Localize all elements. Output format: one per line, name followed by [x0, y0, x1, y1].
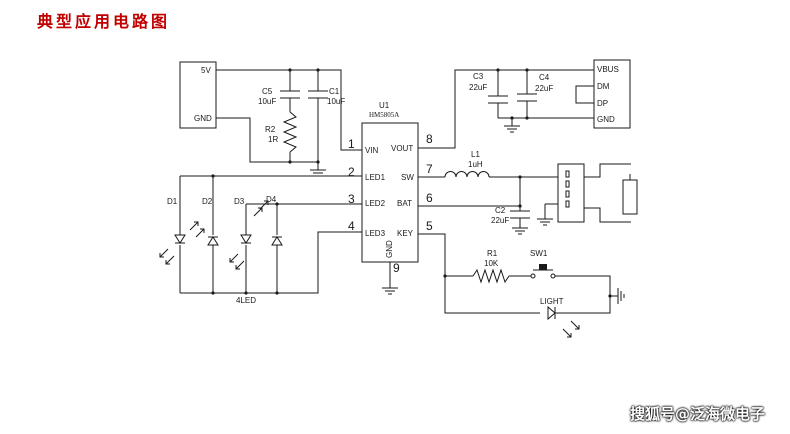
- input-connector: [179, 61, 217, 129]
- capacitor-c5: [280, 90, 300, 99]
- pin-label-gnd: GND: [385, 240, 394, 258]
- ic-ref: U1: [379, 101, 390, 110]
- led-d4: [253, 200, 283, 246]
- switch-sw1-contact-left: [530, 273, 536, 279]
- c5-value: 10uF: [258, 97, 276, 106]
- usb-pin-vbus: VBUS: [597, 65, 619, 74]
- input-connector-5v-label: 5V: [201, 66, 211, 75]
- c4-ref: C4: [539, 73, 550, 82]
- input-connector-gnd-label: GND: [194, 114, 212, 123]
- pin-number-4: 4: [348, 219, 355, 233]
- capacitor-c4: [517, 93, 537, 102]
- light-label: LIGHT: [540, 297, 564, 306]
- watermark: 搜狐号@泛海微电子: [630, 405, 766, 423]
- pin-label-bat: BAT: [397, 199, 412, 208]
- inductor-l1: [444, 171, 490, 178]
- ground-symbol-ic: [382, 287, 398, 295]
- pin-label-led3: LED3: [365, 229, 386, 238]
- c1-ref: C1: [329, 87, 340, 96]
- light-led-wire: [555, 296, 611, 314]
- bat-net-wire: [418, 176, 521, 207]
- ic-part-number: HM5805A: [369, 111, 399, 119]
- usb-connector: [593, 59, 631, 129]
- d3-ref: D3: [234, 197, 245, 206]
- sw1-ref: SW1: [530, 249, 548, 258]
- pin-number-3: 3: [348, 192, 355, 206]
- vin-net-wire: [216, 69, 362, 151]
- c1-value: 10uF: [327, 97, 345, 106]
- ground-symbol-battery: [537, 218, 553, 226]
- light-emission-arrows: [562, 320, 580, 338]
- battery-holder: [557, 163, 585, 223]
- ground-symbol-input: [310, 169, 326, 177]
- switch-sw1-contact-right: [550, 273, 556, 279]
- led-light: [547, 305, 556, 321]
- switch-sw1-button: [539, 264, 547, 270]
- wire-junctions: [211, 68, 612, 298]
- vout-net-wire: [418, 69, 594, 149]
- pin-number-1: 1: [348, 137, 355, 151]
- d1-ref: D1: [167, 197, 178, 206]
- ground-symbol-c2: [512, 227, 528, 235]
- led-d2: [189, 221, 219, 246]
- capacitor-c1: [308, 90, 328, 99]
- switch-gnd-wire: [555, 275, 618, 297]
- battery-cell: [622, 179, 638, 215]
- led-d3: [229, 234, 252, 270]
- c5-ref: C5: [262, 87, 273, 96]
- pin-number-2: 2: [348, 165, 355, 179]
- pin-label-sw: SW: [401, 173, 414, 182]
- page-title: 典型应用电路图: [37, 12, 171, 31]
- key-net-wire: [418, 233, 540, 314]
- pin-number-9: 9: [393, 261, 400, 275]
- r2-ref: R2: [265, 125, 276, 134]
- battery-lead-bottom: [584, 207, 631, 223]
- resistor-r1: [472, 268, 510, 284]
- input-gnd-wire: [216, 117, 318, 163]
- r1-value: 10K: [484, 259, 499, 268]
- d4-ref: D4: [266, 195, 277, 204]
- pin-number-5: 5: [426, 219, 433, 233]
- ground-symbol-switch: [617, 288, 625, 304]
- battery-lead-top: [584, 163, 631, 178]
- r1-ref: R1: [487, 249, 498, 258]
- d2-ref: D2: [202, 197, 213, 206]
- c4-value: 22uF: [535, 84, 553, 93]
- c3-value: 22uF: [469, 83, 487, 92]
- usb-dm-dp-short: [575, 85, 594, 104]
- usb-pin-dp: DP: [597, 99, 608, 108]
- usb-pin-dm: DM: [597, 82, 610, 91]
- pin-number-6: 6: [426, 191, 433, 205]
- led-d1: [159, 234, 186, 265]
- led-group-label: 4LED: [236, 296, 256, 305]
- pin-label-key: KEY: [397, 229, 414, 238]
- l1-ref: L1: [471, 150, 480, 159]
- pin-number-8: 8: [426, 132, 433, 146]
- c2-ref: C2: [495, 206, 506, 215]
- ground-symbol-usb: [504, 125, 520, 133]
- l1-value: 1uH: [468, 160, 483, 169]
- pin-label-led2: LED2: [365, 199, 386, 208]
- c3-ref: C3: [473, 72, 484, 81]
- capacitor-c2: [510, 210, 530, 219]
- capacitor-c3: [488, 95, 508, 104]
- pin-label-vin: VIN: [365, 146, 379, 155]
- resistor-r2: [282, 111, 298, 153]
- c2-value: 22uF: [491, 216, 509, 225]
- pin-label-led1: LED1: [365, 173, 386, 182]
- led3-net-wire: [180, 231, 362, 294]
- usb-pin-gnd: GND: [597, 115, 615, 124]
- pin-number-7: 7: [426, 162, 433, 176]
- pin-label-vout: VOUT: [391, 144, 413, 153]
- r2-value: 1R: [268, 135, 278, 144]
